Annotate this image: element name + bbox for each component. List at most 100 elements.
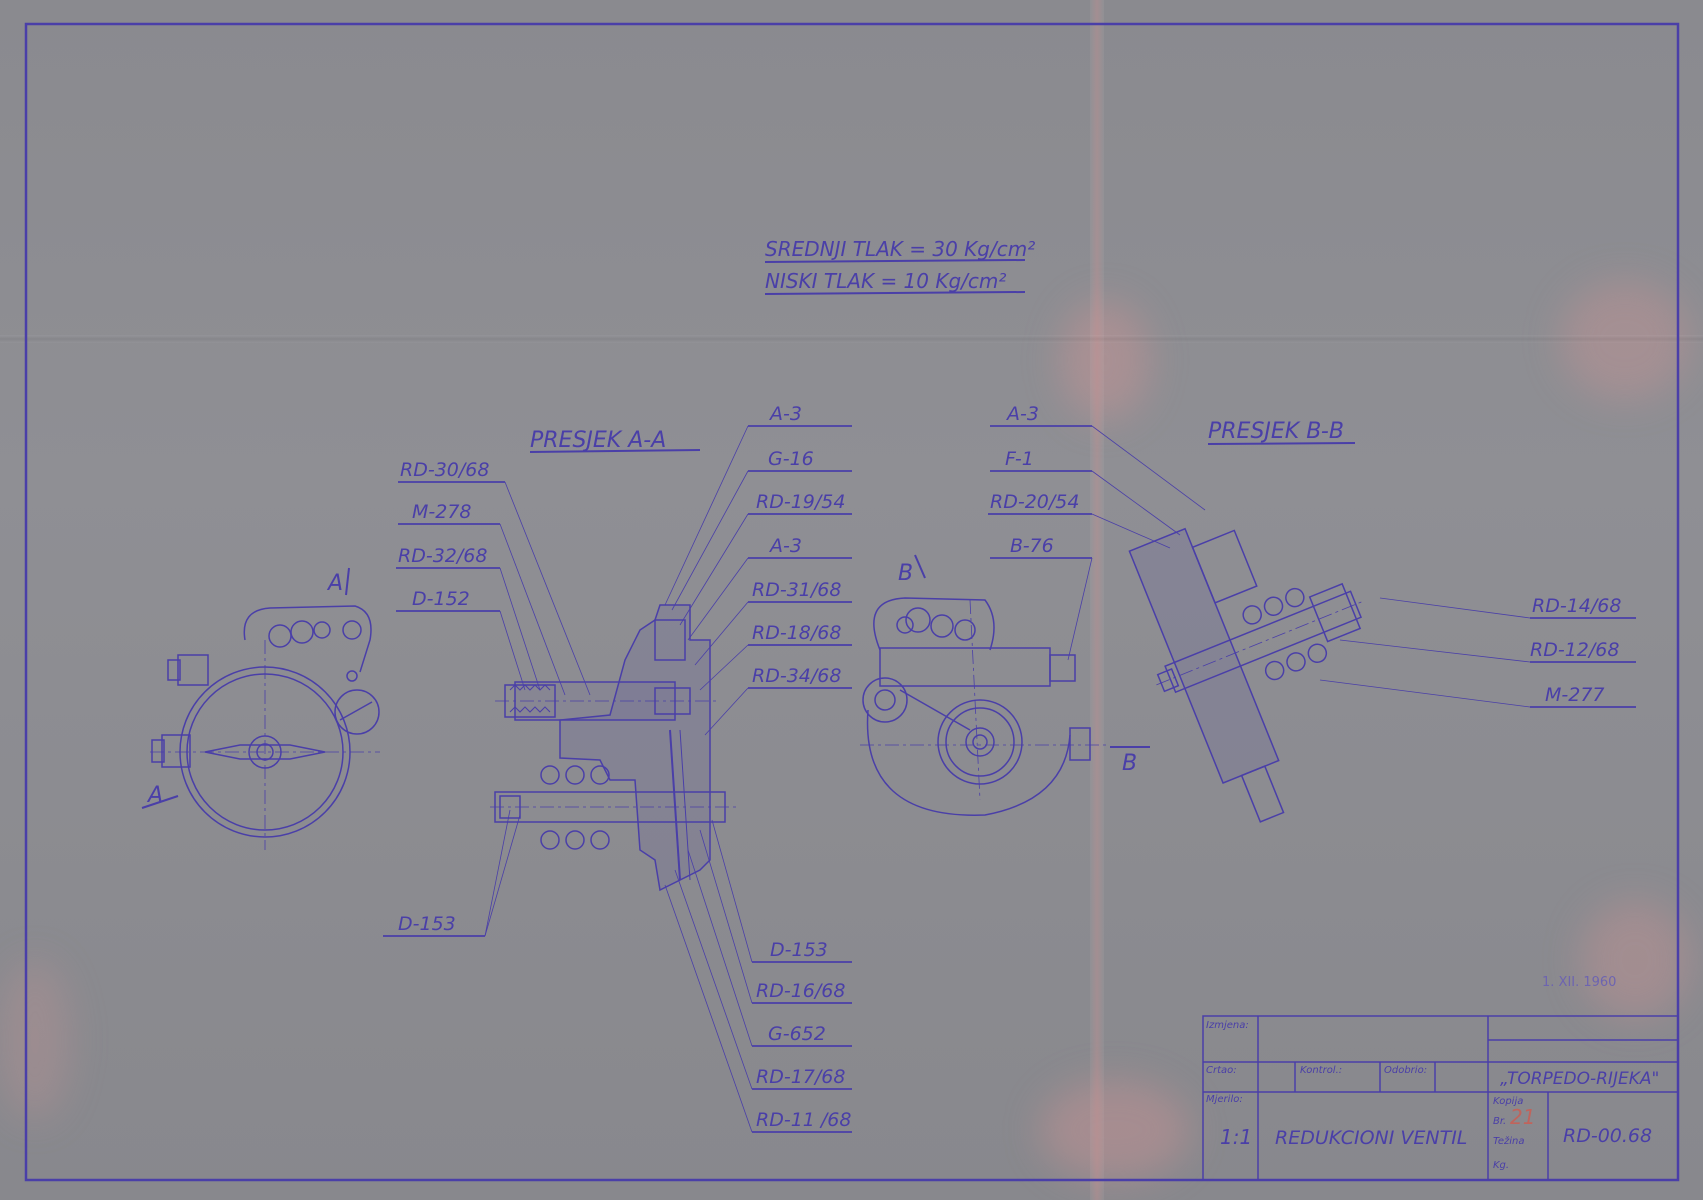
leader-line	[674, 869, 753, 1090]
tezina-label: Težina	[1493, 1135, 1525, 1147]
section-aa-title: PRESJEK A-A	[530, 428, 666, 453]
date-stamp: 1. XII. 1960	[1542, 975, 1616, 990]
br-label: Br.	[1493, 1116, 1506, 1127]
section-bb-title: PRESJEK B-B	[1208, 419, 1344, 444]
note-line-2: NISKI TLAK = 10 Kg/cm²	[765, 269, 1006, 293]
section-arrow	[141, 795, 179, 809]
section-arrow	[345, 567, 350, 596]
section-arrow	[914, 554, 926, 579]
note-underline	[764, 291, 1026, 295]
paper-fold-horizontal	[0, 335, 1703, 343]
izmjena-label: Izmjena:	[1206, 1020, 1249, 1031]
paper-stain	[1580, 900, 1690, 1020]
leader-line	[499, 523, 566, 696]
part-label: RD-17/68	[756, 1066, 845, 1088]
leader-line	[1067, 557, 1093, 661]
section-mark-b-top: B	[898, 561, 913, 586]
title-block	[1202, 1015, 1679, 1181]
kg-label: Kg.	[1493, 1160, 1509, 1171]
part-label: A-3	[768, 403, 802, 425]
aa-bottom-labels: D-153 D-153 RD-16/68 G-652 RD-17/68 RD-1…	[383, 809, 852, 1133]
part-label: M-278	[412, 501, 472, 523]
leader-line	[694, 601, 749, 666]
section-mark-b-bottom: B	[1122, 751, 1137, 776]
drawing-number: RD-00.68	[1563, 1125, 1652, 1147]
leader-line	[699, 829, 753, 1004]
crtao-label: Crtao:	[1206, 1065, 1237, 1076]
leader-line	[664, 884, 753, 1133]
title-underline	[529, 449, 701, 453]
leader-line	[664, 425, 749, 606]
pressure-notes: SREDNJI TLAK = 30 Kg/cm² NISKI TLAK = 10…	[764, 237, 1035, 295]
company-name: „TORPEDO-RIJEKA"	[1500, 1069, 1659, 1089]
drawing-frame	[24, 22, 1680, 1182]
note-line-1: SREDNJI TLAK = 30 Kg/cm²	[765, 237, 1035, 261]
paper-stain	[1560, 280, 1690, 400]
paper-stain	[0, 960, 70, 1120]
leader-line	[704, 687, 749, 736]
bb-left-labels: A-3 F-1 RD-20/54 B-76	[988, 403, 1206, 661]
part-label: G-652	[768, 1023, 826, 1045]
paper-stain	[1040, 1080, 1190, 1180]
aa-right-top-labels: A-3 G-16 RD-19/54 A-3 RD-31/68 RD-18/68 …	[664, 403, 852, 736]
part-label: RD-11 /68	[756, 1109, 851, 1131]
part-label: RD-32/68	[398, 545, 487, 567]
part-label: G-16	[768, 448, 814, 470]
leader-line	[1379, 597, 1531, 619]
part-label: RD-34/68	[752, 665, 841, 687]
kopija-label: Kopija	[1493, 1096, 1523, 1107]
section-bb-view	[1128, 527, 1366, 823]
part-label: D-153	[770, 939, 828, 961]
leader-line	[711, 819, 753, 963]
paper-stain	[1060, 300, 1150, 420]
part-label: RD-19/54	[756, 491, 845, 513]
leader-line	[1091, 470, 1181, 536]
note-underline	[764, 259, 1026, 263]
part-label: A-3	[768, 535, 802, 557]
part-label: RD-16/68	[756, 980, 845, 1002]
part-name: REDUKCIONI VENTIL	[1275, 1127, 1467, 1149]
part-label: RD-12/68	[1530, 639, 1619, 661]
leader-line	[504, 481, 591, 696]
leader-line	[484, 814, 521, 937]
external-view-left	[150, 605, 380, 850]
paper-fold-vertical	[1090, 0, 1104, 1200]
bb-right-labels: RD-14/68 RD-12/68 M-277	[1319, 595, 1636, 708]
part-label: D-152	[412, 588, 470, 610]
part-label: F-1	[1005, 448, 1034, 470]
leader-line	[1091, 425, 1206, 511]
leader-line	[671, 470, 749, 611]
leader-line	[699, 644, 749, 691]
part-label: M-277	[1545, 684, 1605, 706]
part-label: D-153	[398, 913, 456, 935]
part-label: RD-18/68	[752, 622, 841, 644]
aa-left-labels: RD-30/68 M-278 RD-32/68 D-152	[396, 459, 591, 696]
part-label: A-3	[1005, 403, 1039, 425]
leader-line	[1339, 639, 1531, 663]
section-mark-a-top: A	[326, 571, 343, 596]
part-label: RD-30/68	[400, 459, 489, 481]
section-aa-view	[490, 604, 740, 892]
leader-line	[687, 849, 753, 1047]
leader-line	[484, 809, 511, 937]
leader-line	[1319, 679, 1531, 708]
part-label: RD-31/68	[752, 579, 841, 601]
part-label: B-76	[1010, 535, 1054, 557]
mjerilo-label: Mjerilo:	[1206, 1094, 1243, 1105]
scale-value: 1:1	[1220, 1125, 1252, 1149]
leader-line	[687, 557, 749, 641]
part-label: RD-14/68	[1532, 595, 1621, 617]
copy-number: 21	[1510, 1105, 1535, 1129]
title-block-text: Izmjena: Crtao: Kontrol.: Odobrio: „TORP…	[1206, 1020, 1659, 1171]
kontrol-label: Kontrol.:	[1300, 1065, 1342, 1076]
leader-line	[679, 513, 749, 626]
odobrio-label: Odobrio:	[1384, 1065, 1427, 1076]
leader-line	[499, 567, 541, 691]
part-label: RD-20/54	[990, 491, 1079, 513]
leader-line	[1091, 513, 1171, 549]
external-view-middle	[860, 597, 1110, 816]
leader-line	[499, 610, 526, 691]
title-underline	[1207, 442, 1356, 445]
